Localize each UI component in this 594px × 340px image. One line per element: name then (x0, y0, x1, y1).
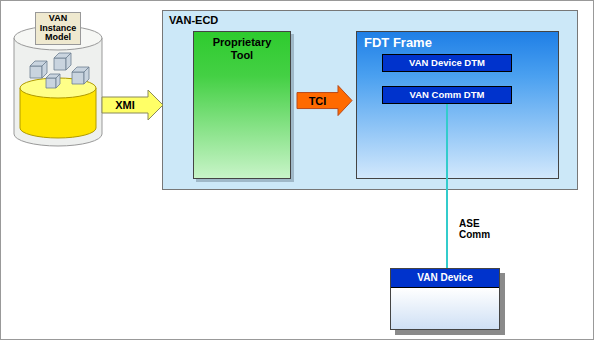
comm-line (446, 104, 448, 268)
node-title: VAN Device (417, 269, 472, 287)
node-title: VAN Comm DTM (410, 90, 485, 100)
tool-box: Proprietary Tool (193, 31, 291, 179)
node-title: VAN Instance Model (35, 12, 82, 45)
frame-box: FDT FrameVAN Device DTM VAN Comm DTM (356, 31, 559, 179)
edge-label-box: TCI (309, 95, 327, 107)
edge-label-box: XMI (115, 99, 135, 111)
block-arrow (102, 90, 163, 120)
edge-label-box: ASE Comm (459, 218, 490, 240)
edge-label: TCI (309, 95, 327, 107)
device-box: VAN Device (390, 268, 500, 330)
dtm-box: VAN Comm DTM (382, 86, 512, 104)
environment-box: VAN-ECD Proprietary Tool FDT FrameVAN Devi… (162, 10, 578, 190)
edge-label: XMI (115, 99, 135, 111)
dtm-box: VAN Device DTM (382, 54, 512, 72)
model-cubes (30, 53, 89, 88)
edge-label: ASE Comm (459, 218, 490, 240)
block-arrow (297, 86, 352, 116)
node-title: Proprietary Tool (213, 36, 272, 61)
database-node: VAN Instance Model (8, 10, 108, 148)
node-title: FDT Frame (364, 35, 432, 50)
node-title: VAN-ECD (169, 14, 218, 26)
glass-cylinder (14, 38, 102, 146)
node-title: VAN Device DTM (409, 58, 485, 68)
